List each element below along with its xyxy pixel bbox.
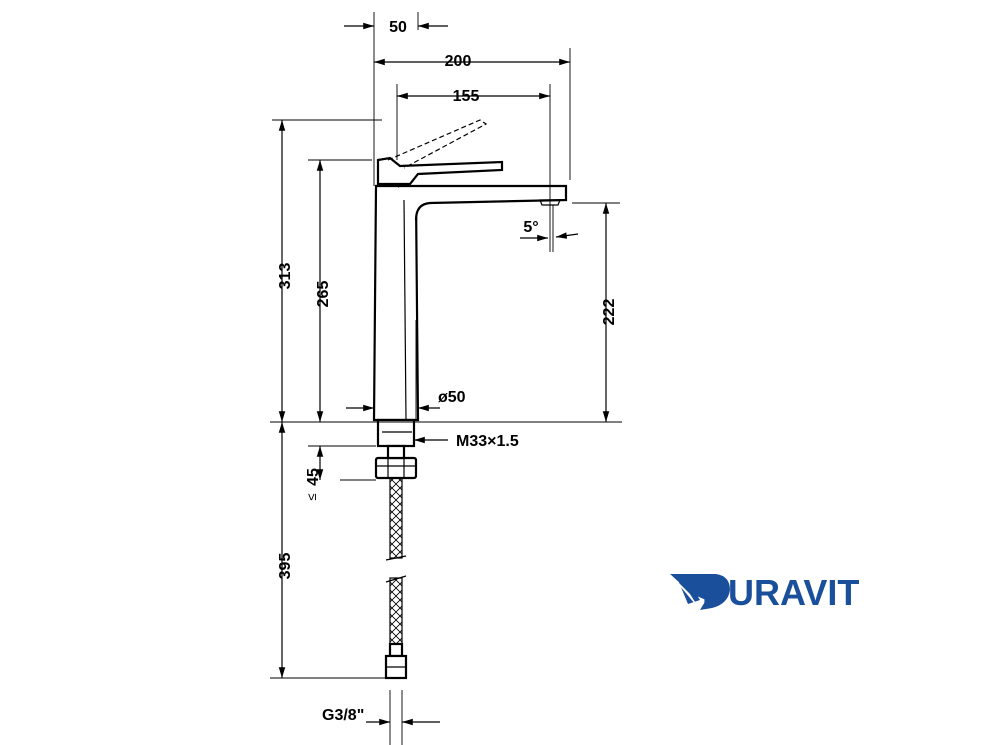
dim-body-height: 265 [315, 281, 332, 308]
dimension-lines [270, 12, 622, 745]
brand-name: DURAVIT [702, 572, 859, 613]
duravit-logo: DURAVIT [670, 572, 859, 613]
faucet-outline [372, 119, 568, 680]
dim-deck-symbol: ≤ [304, 493, 319, 500]
dim-top-offset: 50 [389, 19, 407, 36]
dim-body-diameter: ø50 [438, 389, 466, 406]
dim-spout-angle: 5° [523, 219, 538, 236]
duravit-fish-mark [670, 574, 730, 610]
dim-hose-length: 395 [277, 553, 294, 580]
dim-thread: M33×1.5 [456, 433, 519, 450]
dim-spout-reach: 155 [453, 88, 480, 105]
dim-total-reach: 200 [445, 53, 472, 70]
dim-spout-height: 222 [601, 299, 618, 326]
dim-max-deck: 45 [305, 468, 322, 486]
dim-total-height: 313 [277, 263, 294, 290]
dim-connection: G3/8" [322, 707, 364, 724]
